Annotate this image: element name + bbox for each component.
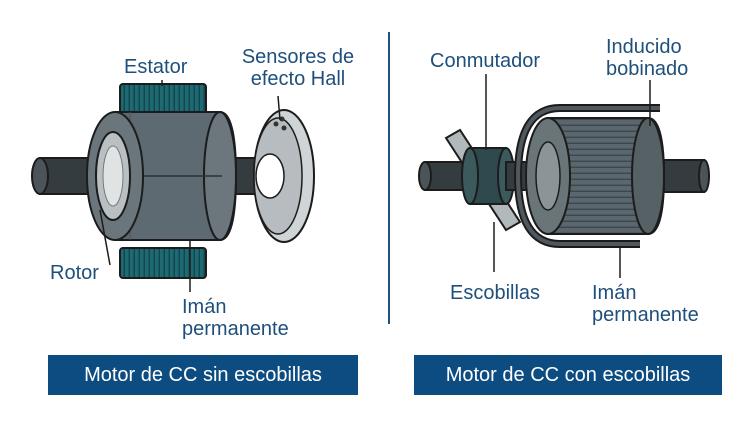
magnet-label-right: Imán permanente [592,282,699,326]
brushed-motor-drawing [418,74,710,278]
armature-label-line1: Inducido [606,36,682,58]
hall-leader [277,95,281,121]
brushed-caption: Motor de CC con escobillas [414,355,722,395]
magnet-label-right-line2: permanente [592,304,699,326]
armature-label: Inducido bobinado [606,36,688,80]
stator-label: Estator [124,56,188,78]
brushless-motor-drawing [31,80,315,292]
rotor-label: Rotor [50,262,99,284]
commutator-label: Conmutador [430,50,541,72]
panel-divider [388,32,390,324]
magnet-label-left-line1: Imán [182,296,227,318]
hall-sensor-label-line2: efecto Hall [250,68,346,90]
brushed-shaft-left [418,161,466,191]
stator-teeth-top [119,83,207,115]
magnet-label-left-line2: permanente [182,318,289,340]
brushes-label: Escobillas [450,282,541,304]
hall-sensor-label-line1: Sensores de [241,46,355,68]
hall-sensor-ring [253,109,315,243]
hall-sensor-label: Sensores de efecto Hall [230,46,366,90]
wound-armature [525,117,666,235]
stator-teeth-bottom [119,247,207,279]
brushless-caption: Motor de CC sin escobillas [48,355,358,395]
magnet-label-left: Imán permanente [182,296,289,340]
stator-body [86,111,238,241]
magnet-label-right-line1: Imán [592,282,637,304]
brushed-shaft-right [663,159,710,193]
rotor-leader [99,209,111,266]
armature-label-line2: bobinado [606,58,689,80]
